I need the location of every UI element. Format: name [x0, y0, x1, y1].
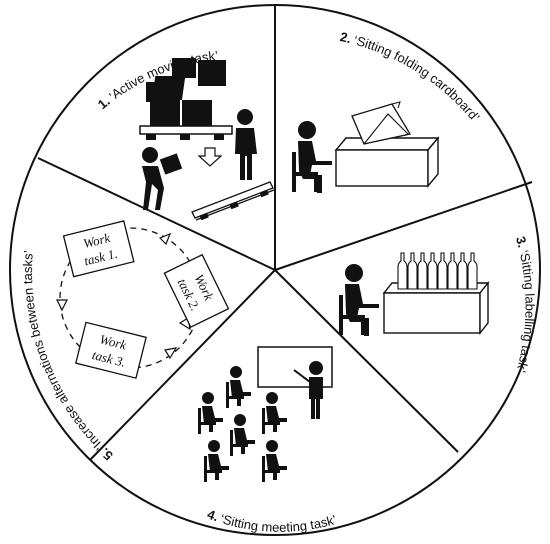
bottles-icon	[397, 252, 478, 290]
divider-2-3	[274, 181, 533, 271]
cycle-arrow-icon	[158, 232, 172, 246]
audience-icon	[198, 366, 287, 482]
empty-pallet-icon	[191, 181, 275, 221]
cycle-card-1: Work task 1.	[62, 220, 135, 278]
alternation-cycle: Work task 1. Work task 2. Work task 3.	[56, 220, 230, 379]
work-table-icon	[334, 136, 440, 188]
bottle-icon	[467, 252, 478, 290]
meeting-task-illustration	[198, 346, 333, 482]
cycle-card-2: Work task 2.	[163, 253, 230, 328]
svg-text:Work: Work	[82, 230, 112, 251]
bottle-icon	[457, 252, 468, 290]
seated-attendee-icon	[262, 392, 287, 434]
seated-worker-icon	[292, 121, 332, 193]
seated-worker-icon	[339, 264, 379, 336]
bottle-icon	[437, 252, 448, 290]
carrying-worker-icon	[142, 147, 183, 210]
down-arrow-icon	[197, 147, 223, 167]
seated-attendee-icon	[262, 440, 287, 482]
bottle-icon	[427, 252, 438, 290]
divider-5-1	[37, 157, 276, 271]
svg-text:Work: Work	[98, 331, 128, 352]
bottle-icon	[417, 252, 428, 290]
bottle-icon	[397, 252, 408, 290]
standing-worker-icon	[235, 109, 257, 180]
cycle-card-3: Work task 3.	[75, 321, 147, 379]
box-stack-icon	[139, 58, 233, 140]
folding-task-illustration	[292, 101, 440, 193]
seated-attendee-icon	[230, 414, 255, 456]
seated-attendee-icon	[226, 366, 251, 408]
cycle-arrow-icon	[56, 299, 68, 312]
labelling-table-icon	[382, 281, 490, 335]
cycle-arrow-icon	[164, 347, 178, 360]
moving-task-illustration	[139, 58, 275, 221]
divider-3-4	[274, 269, 459, 453]
presenter-icon	[293, 361, 323, 419]
cardboard-icon	[351, 101, 412, 145]
seated-attendee-icon	[198, 392, 223, 434]
bottle-icon	[407, 252, 418, 290]
bottle-icon	[447, 252, 458, 290]
divider-4-5	[89, 269, 276, 461]
labelling-task-illustration	[339, 252, 490, 336]
seated-attendee-icon	[204, 440, 229, 482]
